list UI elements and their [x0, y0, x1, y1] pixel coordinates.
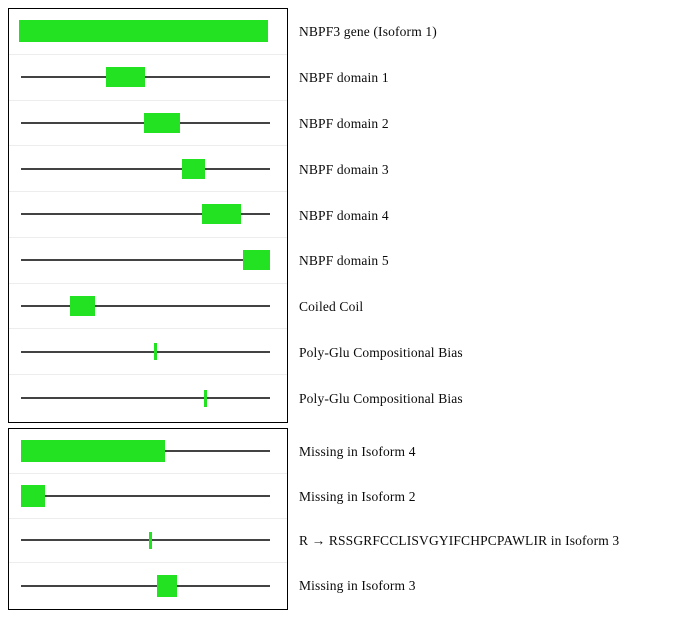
track-backbone-line [20, 213, 270, 216]
feature-block[interactable] [69, 295, 95, 316]
feature-block[interactable] [156, 574, 177, 597]
feature-block[interactable] [181, 158, 205, 179]
feature-track[interactable] [9, 54, 287, 101]
track-label: Coiled Coil [299, 299, 364, 315]
track-backbone-line [20, 584, 270, 587]
feature-track[interactable] [9, 9, 287, 55]
track-backbone-line [20, 304, 270, 307]
feature-track[interactable] [9, 283, 287, 330]
track-label: Poly-Glu Compositional Bias [299, 344, 463, 360]
feature-track[interactable] [9, 429, 287, 474]
track-backbone-line [20, 167, 270, 170]
track-backbone-line [20, 539, 270, 542]
feature-block[interactable] [201, 204, 241, 225]
track-label: NBPF domain 4 [299, 207, 389, 223]
feature-track[interactable] [9, 473, 287, 519]
feature-tick[interactable] [148, 531, 152, 549]
feature-block[interactable] [20, 439, 165, 462]
feature-block[interactable] [105, 67, 145, 88]
track-backbone-line [20, 350, 270, 353]
track-backbone-line [20, 494, 270, 497]
track-label: Missing in Isoform 3 [299, 578, 416, 594]
feature-bar[interactable] [18, 20, 268, 43]
track-label: Poly-Glu Compositional Bias [299, 390, 463, 406]
feature-track[interactable] [9, 146, 287, 193]
track-label: R → RSSGRFCCLISVGYIFCHPCPAWLIR in Isofor… [299, 533, 620, 549]
feature-tick[interactable] [203, 389, 207, 407]
track-backbone-line [20, 397, 270, 399]
track-label: NBPF domain 2 [299, 115, 389, 131]
feature-track[interactable] [9, 237, 287, 284]
track-backbone-line [20, 76, 270, 79]
panel-isoform-variants [8, 428, 288, 610]
track-backbone-line [20, 259, 270, 262]
feature-block[interactable] [143, 112, 180, 133]
track-label: NBPF3 gene (Isoform 1) [299, 24, 437, 40]
track-label: Missing in Isoform 2 [299, 488, 416, 504]
track-label: NBPF domain 5 [299, 253, 389, 269]
track-label: NBPF domain 1 [299, 70, 389, 86]
feature-track[interactable] [9, 518, 287, 564]
feature-block[interactable] [20, 484, 45, 507]
feature-track[interactable] [9, 329, 287, 376]
feature-track[interactable] [9, 100, 287, 147]
track-label: NBPF domain 3 [299, 161, 389, 177]
feature-track[interactable] [9, 375, 287, 421]
feature-track[interactable] [9, 192, 287, 238]
feature-track[interactable] [9, 563, 287, 608]
track-label: Missing in Isoform 4 [299, 443, 416, 459]
feature-tick[interactable] [153, 343, 157, 361]
panel-main-features [8, 8, 288, 423]
feature-block[interactable] [242, 250, 270, 271]
